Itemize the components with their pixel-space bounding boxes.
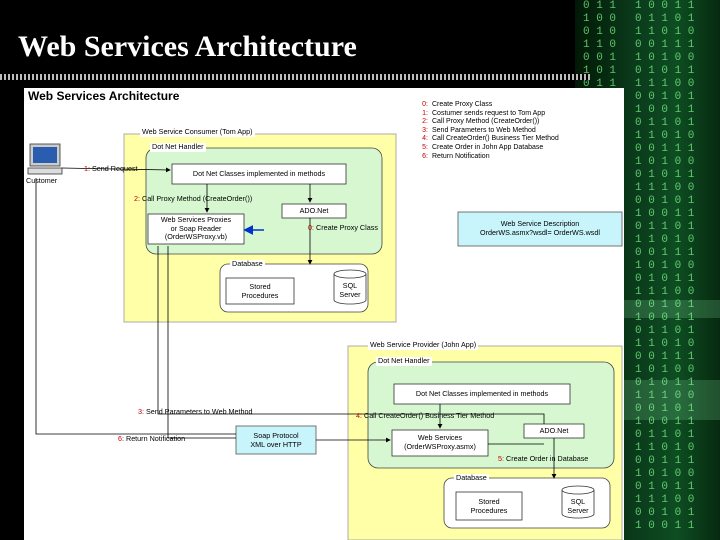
provider-handler-label: Dot Net Handler	[376, 356, 432, 366]
provider-classes-label: Dot Net Classes implemented in methods	[415, 389, 549, 398]
consumer-sp-box	[225, 277, 295, 305]
provider-sp-box	[455, 491, 523, 521]
consumer-handler-label: Dot Net Handler	[150, 142, 206, 152]
flow-label-send-params: 3: Send Parameters to Web Method	[138, 407, 253, 416]
provider-label: Web Service Provider (John App)	[368, 340, 479, 350]
consumer-classes-label: Dot Net Classes implemented in methods	[192, 169, 326, 178]
step-item: 5:Create Order in John App Database	[422, 143, 544, 151]
step-legend: 0:Create Proxy Class 1:Costumer sends re…	[420, 101, 559, 161]
diagram-title: Web Services Architecture	[28, 89, 180, 103]
consumer-sp-label: Stored Procedures	[241, 282, 279, 300]
consumer-adonet-box	[281, 203, 347, 219]
provider-sp-label: Stored Procedures	[470, 497, 508, 515]
flow-label-send-request: 1: Send Request	[84, 164, 138, 173]
step-item: 3:Send Parameters to Web Method	[422, 126, 536, 134]
provider-sql-label: SQL Server	[567, 497, 589, 515]
step-item: 4:Call CreateOrder() Business Tier Metho…	[422, 135, 559, 143]
flow-label-call-business: 4: Call CreateOrder() Business Tier Meth…	[356, 411, 495, 420]
diagram-canvas: Web Services Architecture 0:Create Proxy…	[24, 88, 624, 540]
computer-icon	[27, 143, 63, 175]
flow-label-create-proxy: 0: Create Proxy Class	[308, 223, 378, 232]
consumer-sql-cylinder	[333, 274, 367, 305]
provider-classes-box	[393, 383, 571, 405]
flow-label-return-notification: 6: Return Notification	[118, 434, 186, 443]
step-item: 0:Create Proxy Class	[422, 101, 493, 108]
description-box	[457, 211, 623, 247]
consumer-database-label: Database	[230, 259, 265, 269]
step-item: 2:Call Proxy Method (CreateOrder())	[422, 118, 540, 126]
customer-label: Customer	[26, 176, 58, 185]
consumer-label: Web Service Consumer (Tom App)	[140, 127, 255, 137]
flow-label-create-order: 5: Create Order in Database	[498, 454, 589, 463]
consumer-adonet-label: ADO.Net	[299, 206, 329, 215]
step-item: 6:Return Notification	[422, 152, 490, 160]
title-underline	[0, 74, 590, 80]
consumer-sql-label: SQL Server	[339, 281, 361, 299]
provider-database-label: Database	[454, 473, 489, 483]
soap-label: Soap Protocol XML over HTTP	[250, 431, 302, 449]
step-item: 1:Costumer sends request to Tom App	[422, 109, 546, 117]
description-label: Web Service Description OrderWS.asmx?wsd…	[479, 219, 600, 237]
provider-webservices-box	[391, 429, 489, 457]
provider-sql-cylinder	[561, 490, 595, 519]
provider-webservices-label: Web Services (OrderWSProxy.asmx)	[404, 433, 476, 451]
consumer-proxy-label: Web Services Proxies or Soap Reader (Ord…	[160, 215, 232, 241]
flow-label-call-proxy: 2: Call Proxy Method (CreateOrder())	[134, 194, 253, 203]
consumer-classes-box	[171, 163, 347, 185]
diagram-shapes	[27, 133, 623, 540]
slide-title: Web Services Architecture	[18, 30, 357, 63]
provider-adonet-label: ADO.Net	[539, 426, 569, 435]
